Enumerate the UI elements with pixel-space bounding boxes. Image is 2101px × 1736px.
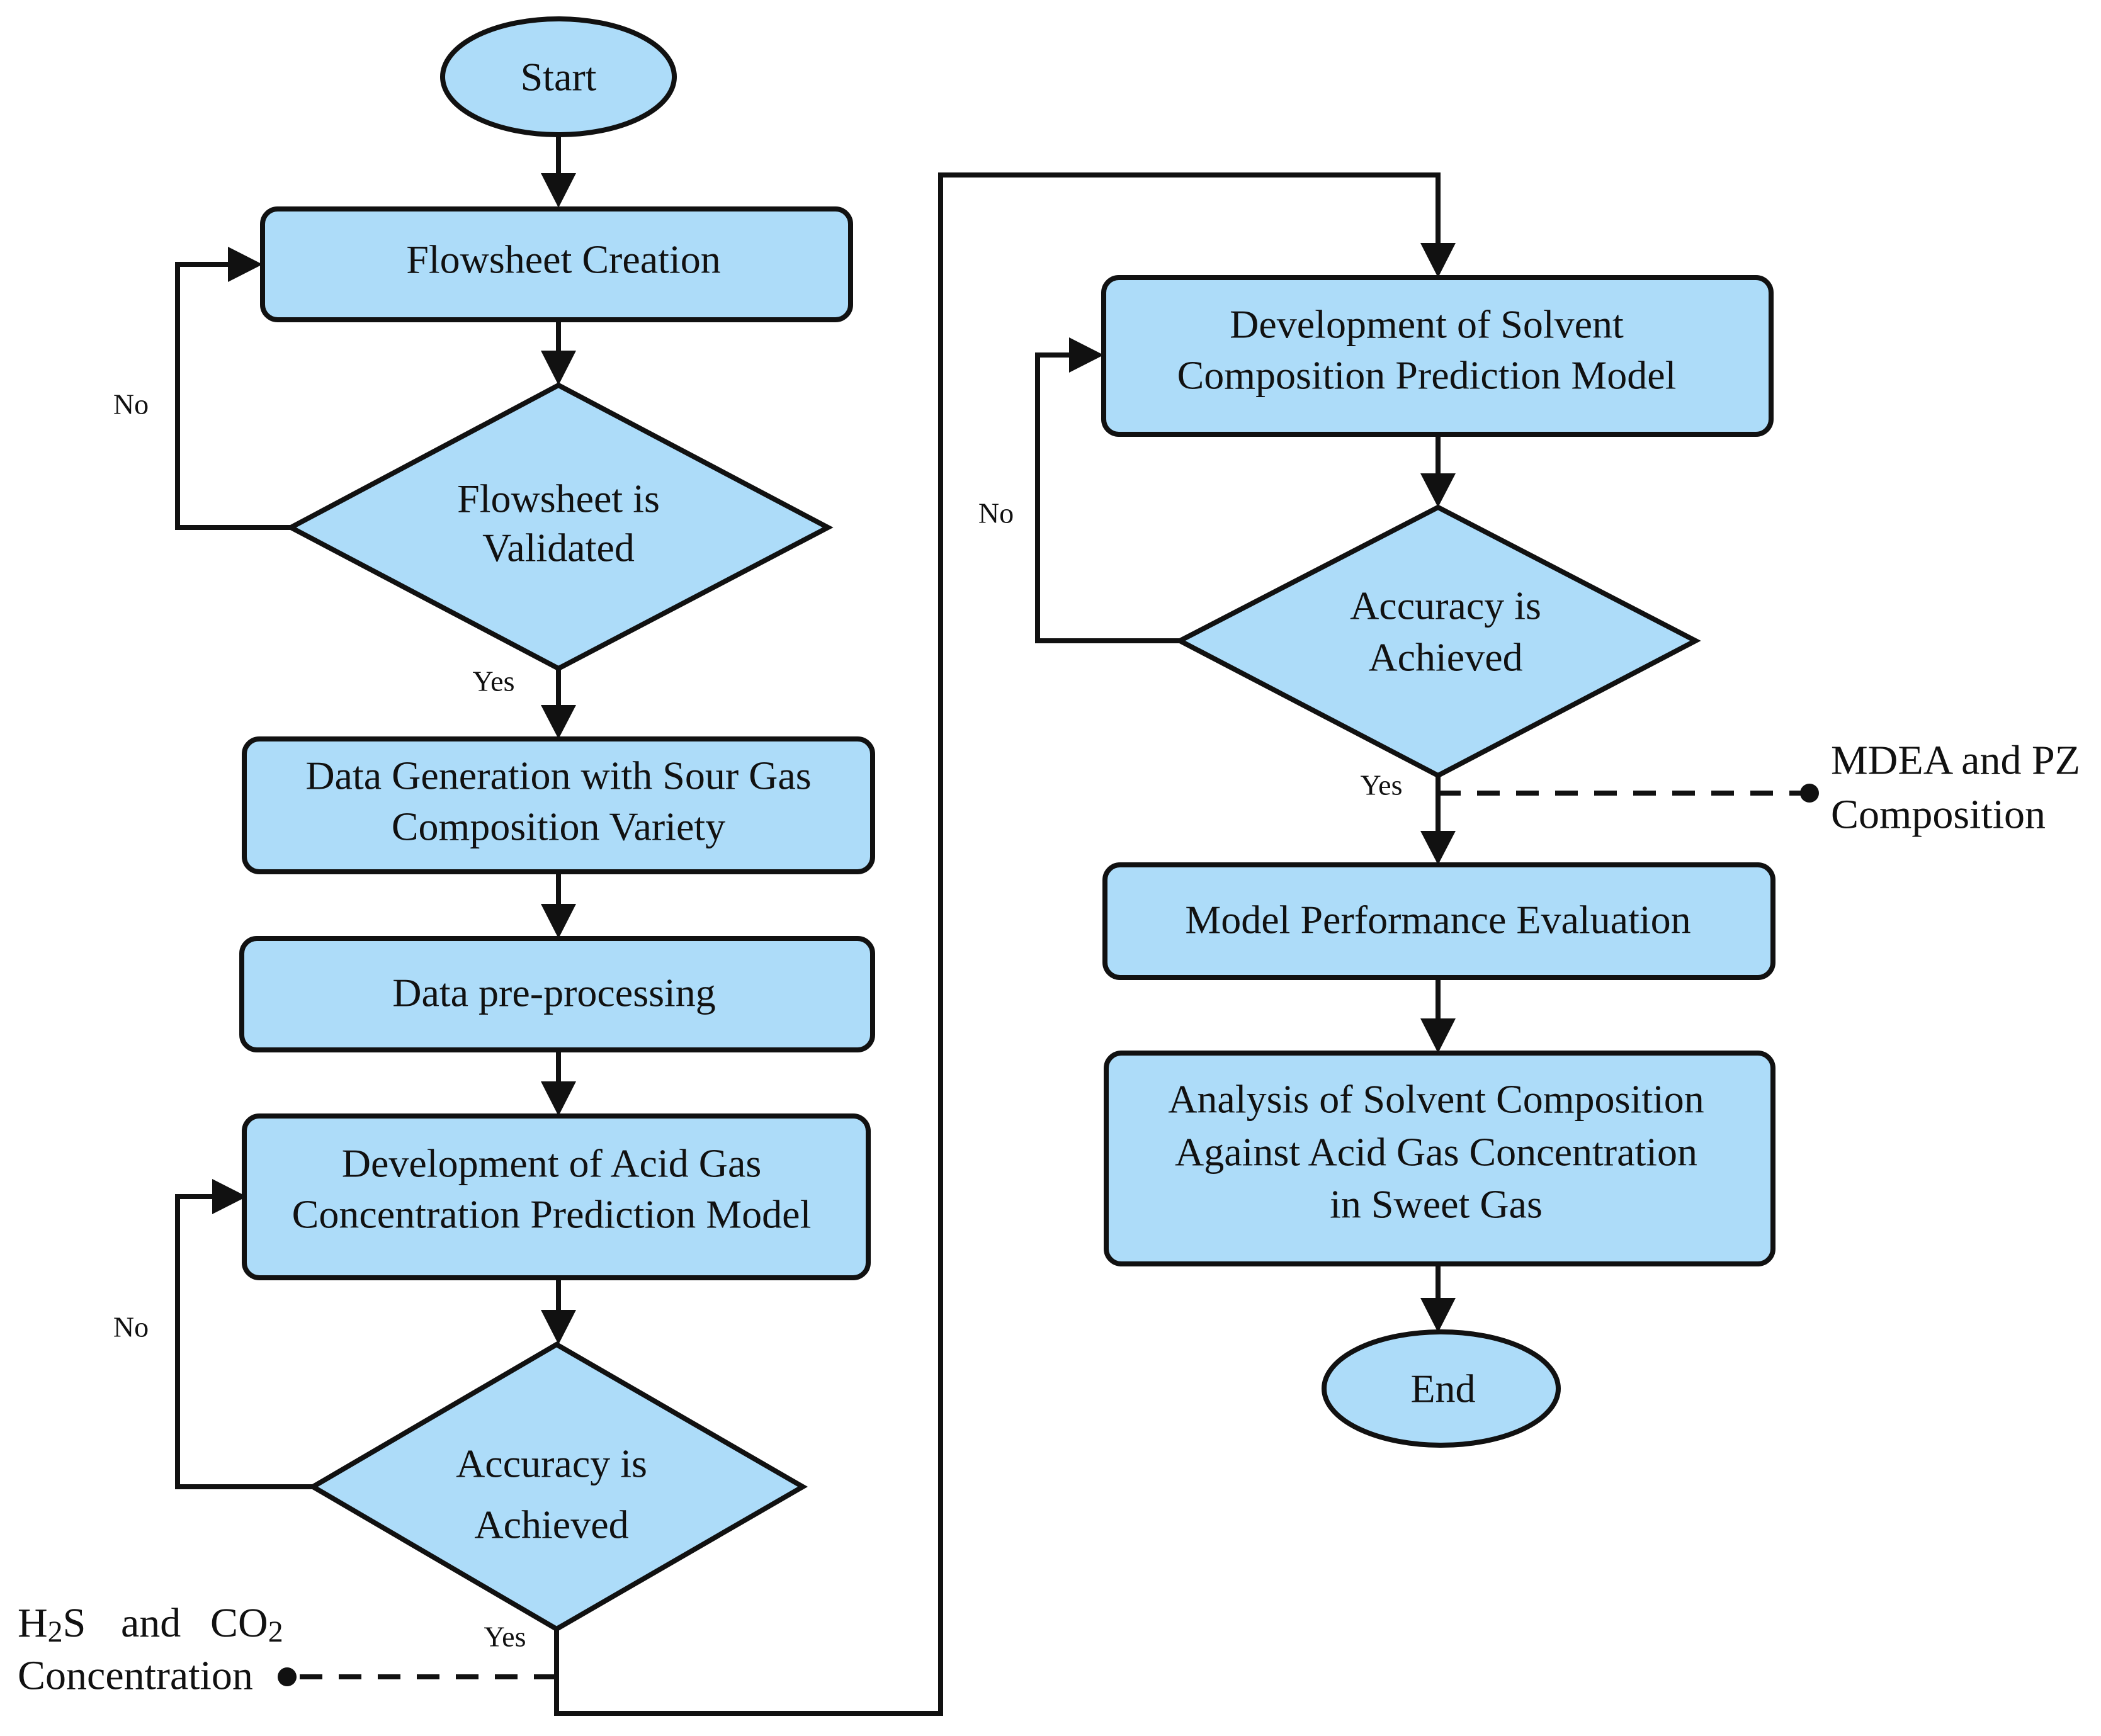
- mdea-pz-line2: Composition: [1831, 792, 2046, 838]
- start-label: Start: [521, 55, 597, 99]
- accuracy-right-line2: Achieved: [1368, 635, 1522, 680]
- arrowhead: [541, 705, 576, 739]
- arrowhead: [541, 1310, 576, 1344]
- label-no-validated: No: [113, 388, 149, 420]
- edge-labels: No Yes No Yes No Yes: [113, 388, 1403, 1653]
- analysis-line1: Analysis of Solvent Composition: [1168, 1077, 1704, 1122]
- node-accuracy-left[interactable]: Accuracy is Achieved: [308, 1341, 808, 1632]
- loop-no-accuracy-left: [175, 1194, 313, 1489]
- end-label: End: [1410, 1367, 1475, 1411]
- node-flowsheet-creation[interactable]: Flowsheet Creation: [260, 206, 853, 322]
- flowsheet-creation-label: Flowsheet Creation: [406, 237, 720, 282]
- h2s-co2-line1: H2S and CO2: [18, 1600, 283, 1649]
- arrowhead: [541, 1081, 576, 1116]
- acid-gas-model-line2: Concentration Prediction Model: [292, 1192, 812, 1237]
- decision-diamond: [308, 1341, 808, 1632]
- arrowhead: [212, 1179, 247, 1214]
- process-box: [260, 206, 853, 322]
- model-evaluation-label: Model Performance Evaluation: [1185, 898, 1690, 942]
- node-analysis[interactable]: Analysis of Solvent Composition Against …: [1104, 1051, 1775, 1266]
- node-model-evaluation[interactable]: Model Performance Evaluation: [1102, 862, 1775, 980]
- node-data-generation[interactable]: Data Generation with Sour Gas Compositio…: [242, 736, 875, 874]
- analysis-line2: Against Acid Gas Concentration: [1175, 1130, 1697, 1175]
- arrowhead: [1420, 243, 1456, 278]
- solvent-model-line2: Composition Prediction Model: [1177, 353, 1677, 398]
- label-no-accuracy-left: No: [113, 1311, 149, 1343]
- process-box: [1104, 1051, 1775, 1266]
- label-no-accuracy-right: No: [978, 497, 1014, 529]
- data-preprocessing-label: Data pre-processing: [392, 971, 716, 1015]
- flowsheet-validated-line2: Validated: [482, 526, 635, 570]
- loop-no-validated: [175, 262, 291, 530]
- connector-left-to-right-column: [554, 172, 1441, 1716]
- process-box: [239, 936, 875, 1052]
- process-box: [1101, 275, 1774, 437]
- node-flowsheet-validated[interactable]: Flowsheet is Validated: [285, 382, 834, 672]
- label-yes-accuracy-left: Yes: [484, 1621, 526, 1653]
- accuracy-right-line1: Accuracy is: [1350, 583, 1541, 628]
- arrowhead: [1420, 831, 1456, 865]
- start-terminal: [440, 16, 677, 137]
- h2s-co2-line2: Concentration: [18, 1653, 253, 1699]
- arrowhead: [1420, 473, 1456, 507]
- data-generation-line2: Composition Variety: [392, 804, 725, 849]
- flowsheet-validated-line1: Flowsheet is: [457, 476, 660, 521]
- end-terminal: [1322, 1329, 1561, 1448]
- accuracy-left-line2: Achieved: [474, 1502, 628, 1547]
- output-dot-h2s-co2: [278, 1667, 297, 1686]
- connectors: [175, 136, 1819, 1716]
- node-data-preprocessing[interactable]: Data pre-processing: [239, 936, 875, 1052]
- output-mdea-pz: MDEA and PZ Composition: [1831, 738, 2080, 838]
- label-yes-accuracy-right: Yes: [1361, 769, 1403, 801]
- solvent-model-line1: Development of Solvent: [1230, 302, 1624, 347]
- output-dot-mdea-pz: [1800, 784, 1819, 803]
- acid-gas-model-line1: Development of Acid Gas: [342, 1141, 762, 1186]
- process-box: [242, 736, 875, 874]
- loop-no-accuracy-right: [1035, 352, 1180, 643]
- node-start[interactable]: Start: [440, 16, 677, 137]
- arrowhead: [1420, 1018, 1456, 1053]
- process-box: [242, 1113, 871, 1280]
- arrowhead: [228, 247, 263, 282]
- output-h2s-co2: H2S and CO2 Concentration: [18, 1600, 283, 1699]
- node-solvent-model[interactable]: Development of Solvent Composition Predi…: [1101, 275, 1774, 437]
- decision-diamond: [285, 382, 834, 672]
- node-accuracy-right[interactable]: Accuracy is Achieved: [1174, 504, 1701, 779]
- arrowhead: [541, 173, 576, 208]
- arrowhead: [541, 904, 576, 938]
- decision-diamond: [1174, 504, 1701, 779]
- node-end[interactable]: End: [1322, 1329, 1561, 1448]
- process-box: [1102, 862, 1775, 980]
- arrowhead: [1069, 337, 1104, 373]
- arrowhead: [541, 351, 576, 385]
- analysis-line3: in Sweet Gas: [1330, 1182, 1543, 1227]
- node-acid-gas-model[interactable]: Development of Acid Gas Concentration Pr…: [242, 1113, 871, 1280]
- label-yes-validated: Yes: [473, 665, 515, 697]
- mdea-pz-line1: MDEA and PZ: [1831, 738, 2080, 784]
- accuracy-left-line1: Accuracy is: [456, 1441, 647, 1486]
- data-generation-line1: Data Generation with Sour Gas: [305, 753, 811, 798]
- arrowhead: [1420, 1298, 1456, 1333]
